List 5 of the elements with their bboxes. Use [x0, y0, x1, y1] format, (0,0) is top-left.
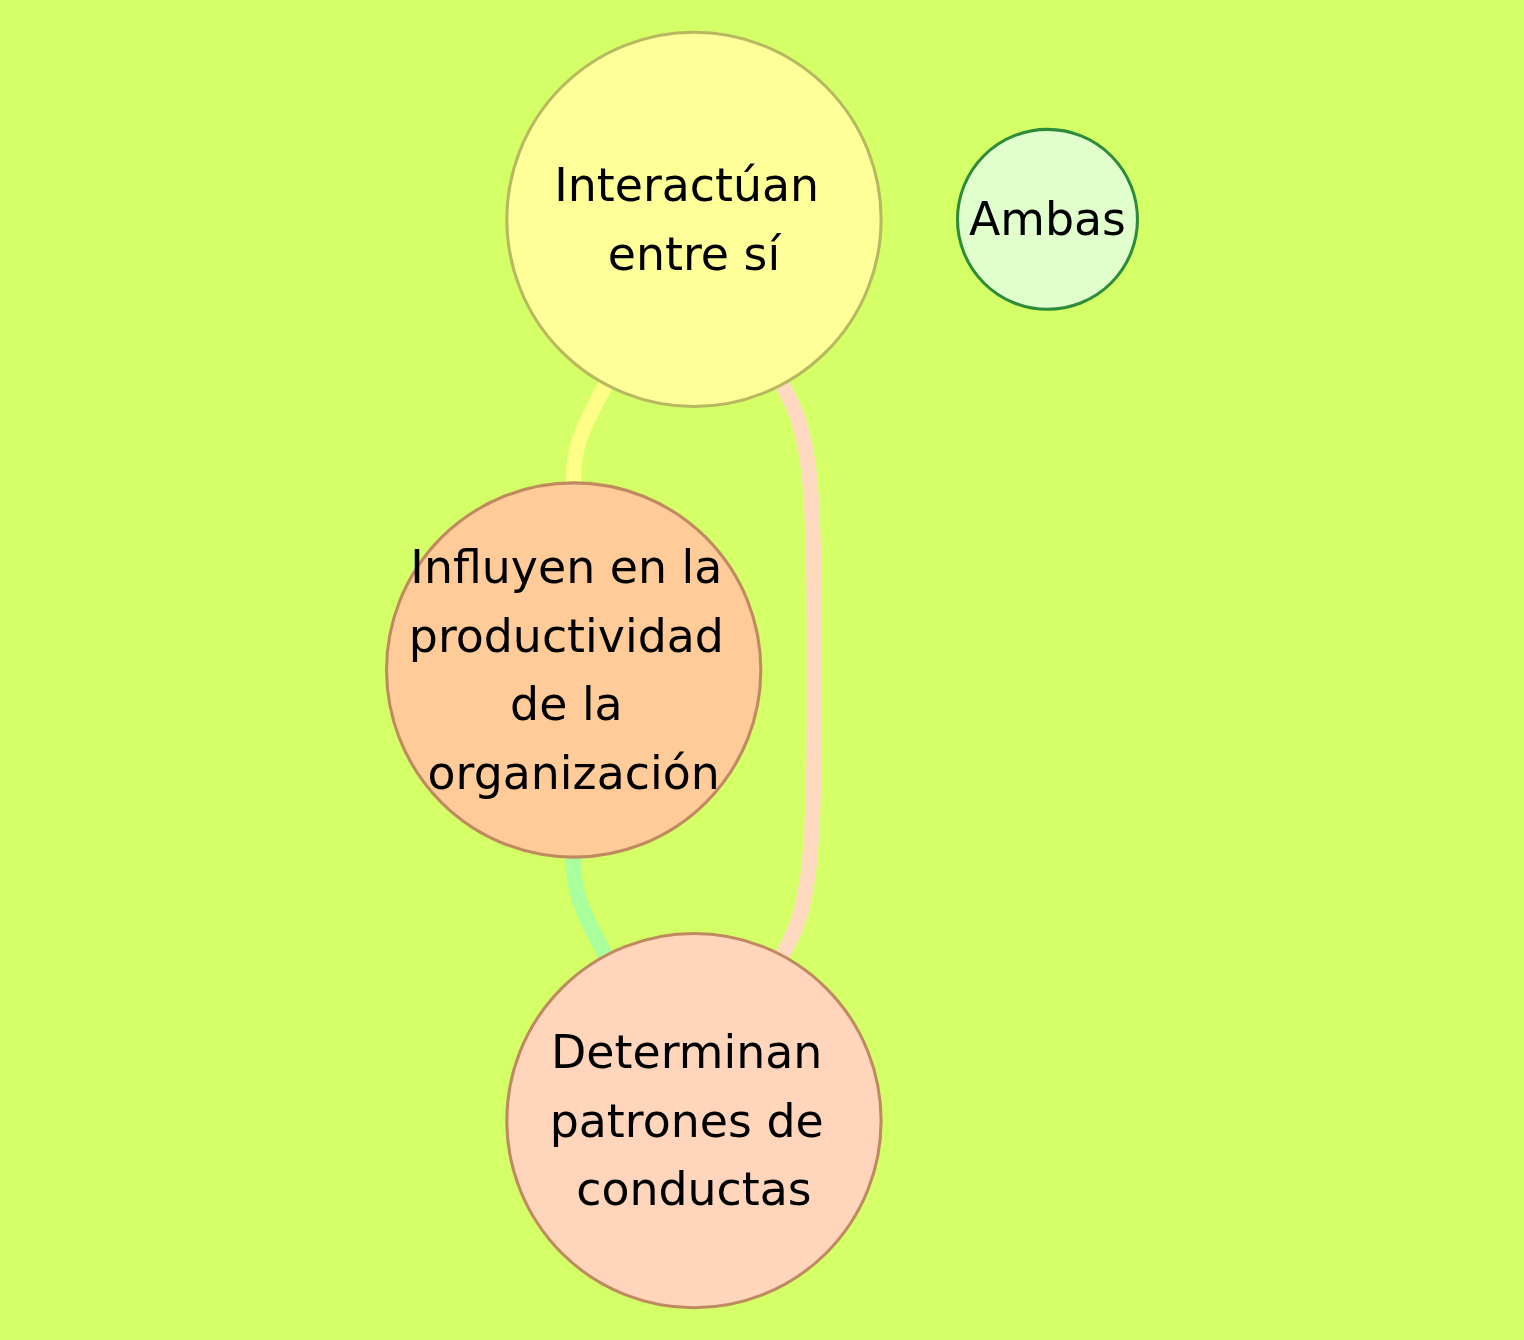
- node-circle: Interactúan entre sí: [505, 30, 883, 408]
- connector: [775, 380, 822, 960]
- node-circle: Determinan patrones de conductas: [505, 932, 883, 1310]
- node-circle: Influyen en la productividad de la organización: [385, 481, 763, 859]
- node-circle: Ambas: [955, 127, 1139, 311]
